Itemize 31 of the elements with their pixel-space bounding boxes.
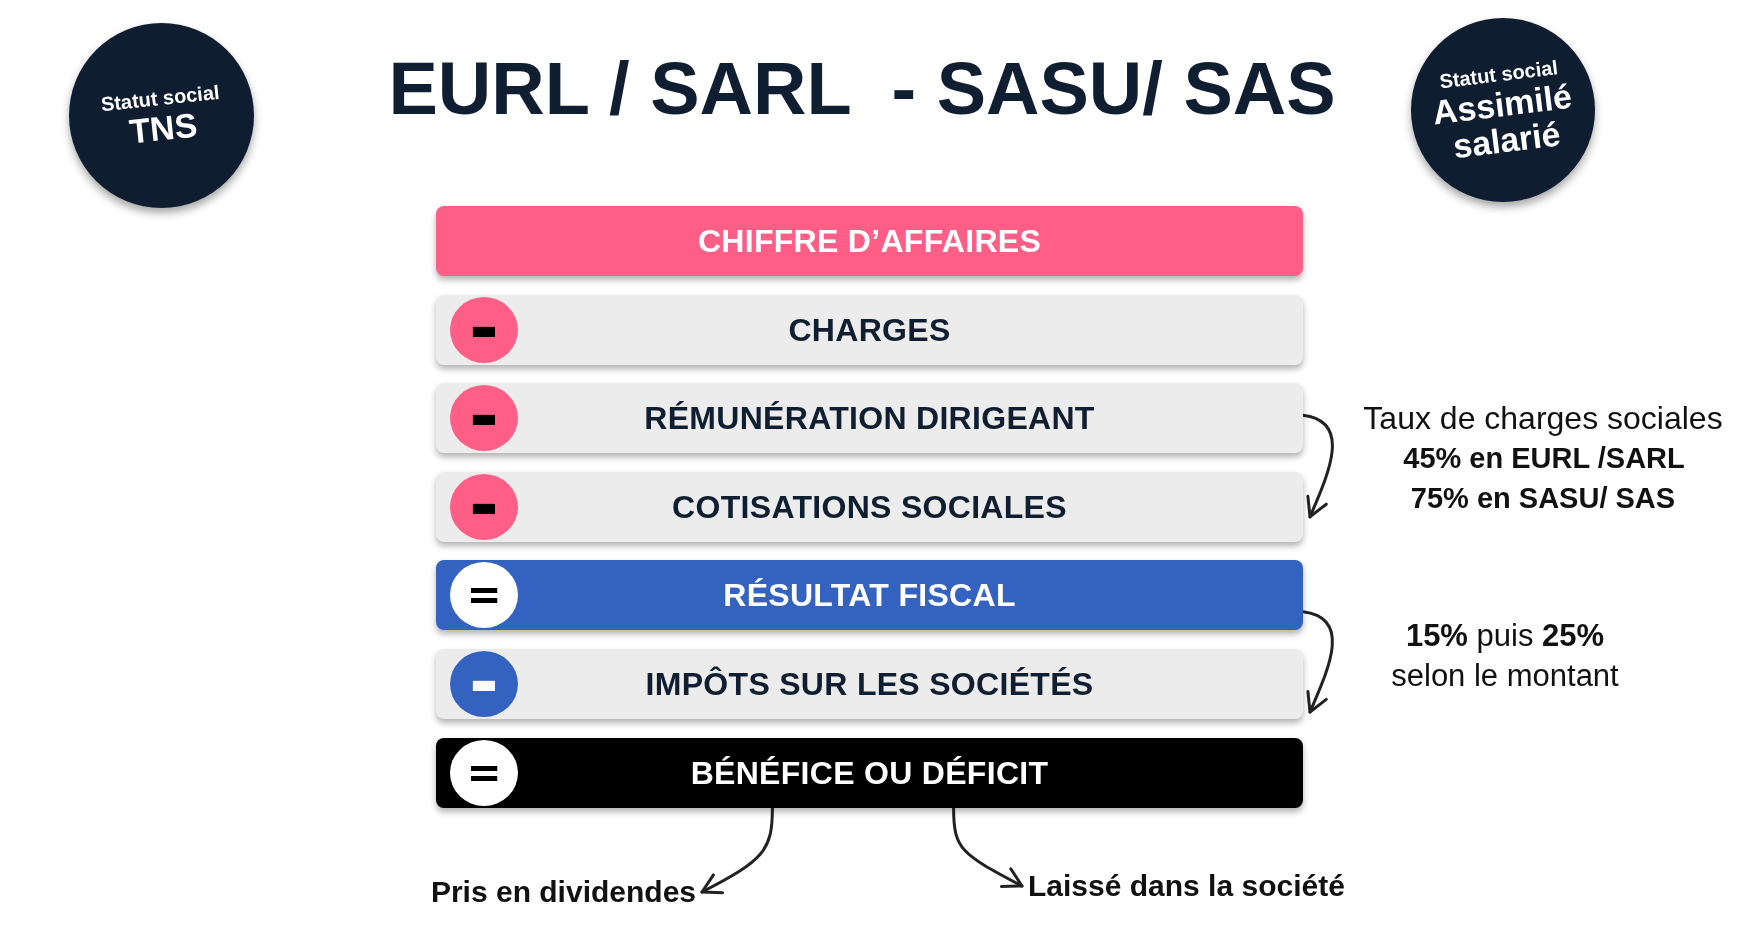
- curved-arrow: [700, 806, 774, 895]
- annotation-text: Taux de charges sociales: [1363, 399, 1723, 437]
- bar-label: RÉMUNÉRATION DIRIGEANT: [644, 399, 1095, 437]
- statement-bar: [436, 206, 1303, 276]
- bar-label: RÉSULTAT FISCAL: [723, 576, 1016, 614]
- operator-sign: -: [469, 474, 499, 534]
- operator-sign: -: [469, 385, 499, 445]
- bar-label: COTISATIONS SOCIALES: [672, 488, 1067, 526]
- outcome-text: Laissé dans la société: [1028, 868, 1345, 904]
- curved-arrow: [1301, 413, 1334, 519]
- operator-sign: =: [466, 752, 502, 794]
- statement-bar: [436, 383, 1303, 453]
- statement-bar: [436, 560, 1303, 630]
- annotation-text: 15% puis 25% selon le montant: [1390, 617, 1620, 695]
- curved-arrow: [952, 806, 1024, 888]
- operator-sign: =: [466, 574, 502, 616]
- bar-label: IMPÔTS SUR LES SOCIÉTÉS: [645, 665, 1094, 703]
- bar-label: BÉNÉFICE OU DÉFICIT: [690, 754, 1049, 792]
- curved-arrow: [1301, 610, 1334, 714]
- annotation-text: 45% en EURL /SARL: [1403, 441, 1685, 476]
- operator-sign: -: [469, 651, 499, 711]
- statement-bar: [436, 472, 1303, 542]
- bar-label: CHARGES: [788, 311, 951, 349]
- title: EURL / SARL - SASU/ SAS: [388, 46, 1336, 132]
- statement-bar: [436, 295, 1303, 365]
- bar-label: CHIFFRE D’AFFAIRES: [697, 222, 1042, 260]
- annotation-text: 75% en SASU/ SAS: [1410, 481, 1676, 516]
- operator-sign: -: [469, 297, 499, 357]
- outcome-text: Pris en dividendes: [430, 874, 696, 910]
- statement-bar: [436, 738, 1303, 808]
- statement-bar: [436, 649, 1303, 719]
